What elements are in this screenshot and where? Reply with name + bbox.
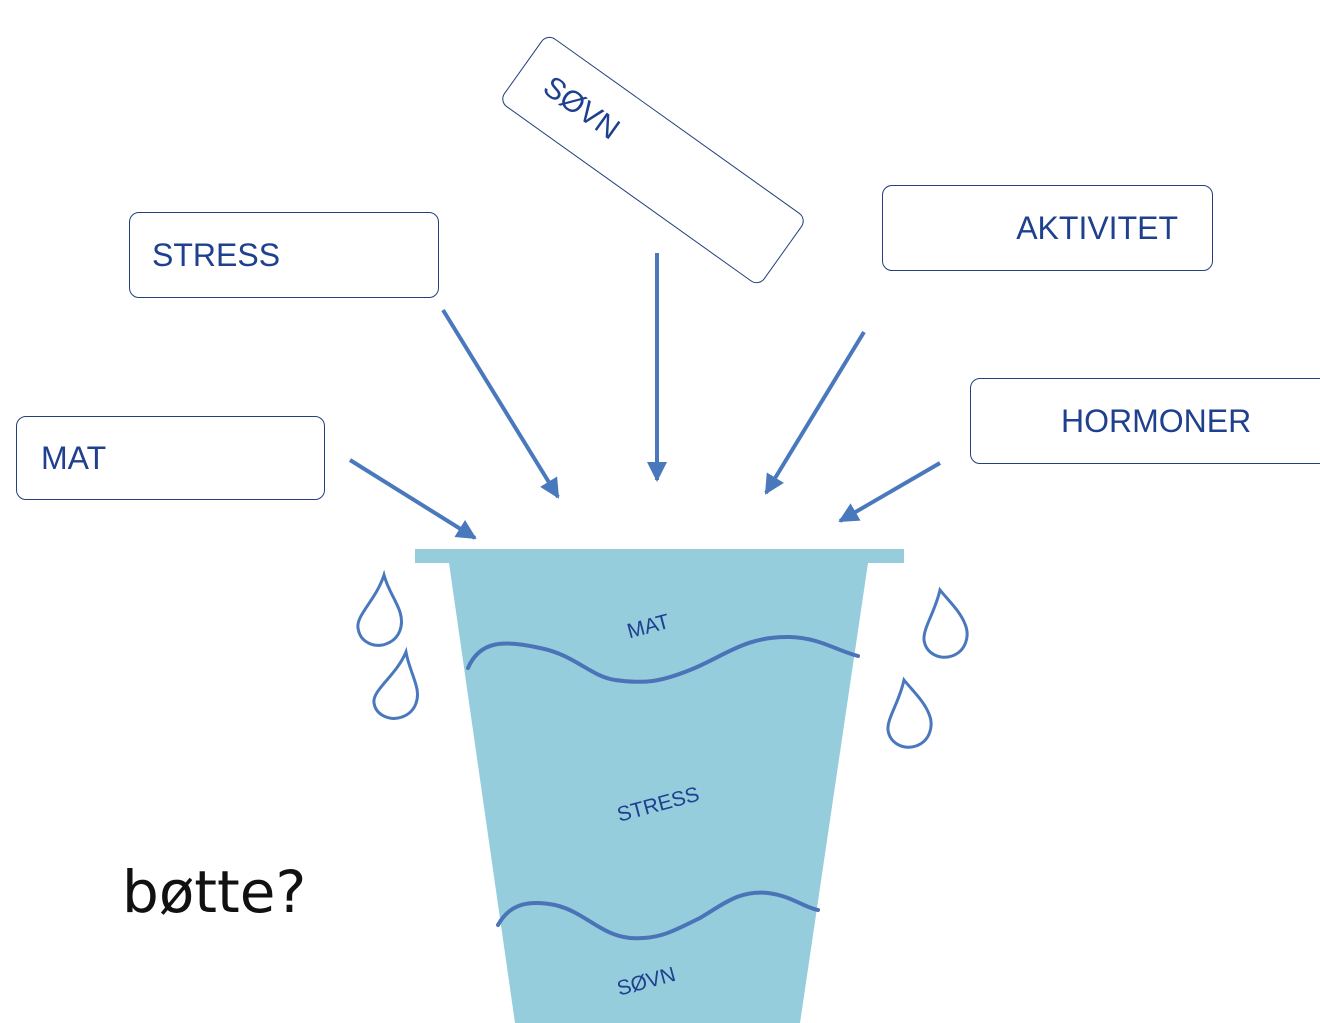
label-box-stress: STRESS (129, 212, 439, 298)
label-aktivitet: AKTIVITET (1016, 209, 1178, 246)
arrow-aktivitet (764, 330, 866, 495)
label-sovn: SØVN (537, 70, 626, 147)
bucket-rim (415, 549, 904, 563)
label-box-aktivitet: AKTIVITET (882, 185, 1213, 271)
bucket-wave-lower (496, 890, 820, 941)
drop-icon (372, 646, 419, 720)
label-box-hormoner: HORMONER (970, 378, 1320, 464)
label-stress: STRESS (152, 236, 281, 273)
drop-icon (922, 586, 969, 659)
arrow-hormoner (838, 461, 942, 523)
bucket-wave-upper (466, 634, 860, 684)
label-box-mat: MAT (16, 416, 325, 500)
label-mat: MAT (41, 439, 107, 476)
label-hormoner: HORMONER (1061, 402, 1252, 439)
drop-icon (886, 676, 933, 749)
drop-icon (356, 569, 403, 647)
arrow-stress (441, 308, 560, 499)
question-text: bøtte? (122, 858, 307, 926)
bucket-body (449, 563, 868, 1023)
arrow-mat (348, 458, 477, 540)
